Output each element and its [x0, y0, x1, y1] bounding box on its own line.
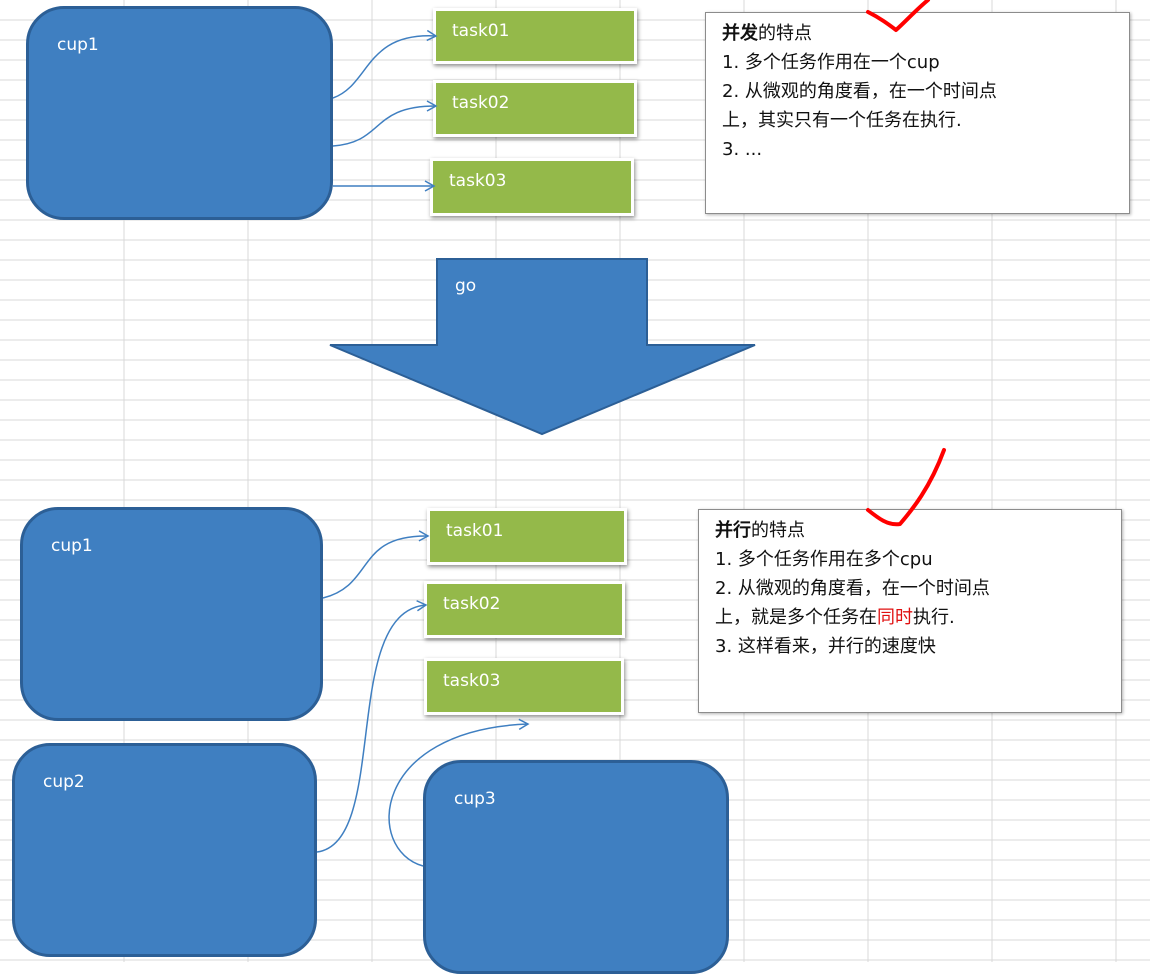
- task-label: task03: [449, 171, 507, 191]
- note-title-bold: 并发: [722, 23, 758, 44]
- task-box-bottom-task03: task03: [424, 658, 624, 715]
- note-title-rest: 的特点: [751, 520, 805, 541]
- checkmark-icon: [866, 0, 930, 32]
- note-line-3: 上，就是多个任务在同时执行.: [715, 603, 1111, 632]
- note-title-rest: 的特点: [758, 23, 812, 44]
- note-title: 并发的特点: [722, 19, 1119, 48]
- task-label: task01: [446, 521, 504, 541]
- task-box-bottom-task02: task02: [424, 581, 625, 638]
- note-title: 并行的特点: [715, 516, 1111, 545]
- checkmark-icon: [866, 448, 946, 527]
- task-box-bottom-task01: task01: [427, 508, 627, 565]
- down-arrow: [329, 258, 756, 436]
- connector-arrow: [332, 100, 438, 147]
- connector-arrow: [316, 600, 428, 853]
- note-line-2: 2. 从微观的角度看，在一个时间点: [722, 81, 997, 102]
- cpu-box-bottom-cup3: cup3: [423, 760, 729, 974]
- note-line-1: 1. 多个任务作用在多个cpu: [715, 549, 933, 570]
- cpu-box-top-cup1: cup1: [26, 6, 333, 220]
- note-line-4: 3. 这样看来，并行的速度快: [715, 636, 936, 657]
- task-label: task03: [443, 671, 501, 691]
- note-line-2: 2. 从微观的角度看，在一个时间点: [715, 578, 990, 599]
- note-line-3-highlight: 同时: [877, 607, 913, 628]
- task-label: task02: [443, 594, 501, 614]
- connector-arrow: [322, 530, 430, 599]
- note-line-3-pre: 上，就是多个任务在: [715, 607, 877, 628]
- connector-arrow: [388, 718, 530, 867]
- task-box-top-task02: task02: [433, 80, 637, 137]
- note-line-4: 3. ...: [722, 139, 763, 160]
- cpu-label: cup3: [454, 789, 496, 809]
- task-label: task01: [452, 21, 510, 41]
- connector-arrow: [332, 29, 438, 99]
- note-line-3-post: 执行.: [913, 607, 955, 628]
- task-box-top-task01: task01: [433, 8, 637, 64]
- parallelism-note: 并行的特点 1. 多个任务作用在多个cpu 2. 从微观的角度看，在一个时间点 …: [698, 509, 1122, 713]
- cpu-label: cup2: [43, 772, 85, 792]
- cpu-label: cup1: [51, 536, 93, 556]
- task-label: task02: [452, 93, 510, 113]
- note-line-3: 上，其实只有一个任务在执行.: [722, 110, 962, 131]
- concurrency-note: 并发的特点 1. 多个任务作用在一个cup 2. 从微观的角度看，在一个时间点 …: [705, 12, 1130, 214]
- note-line-1: 1. 多个任务作用在一个cup: [722, 52, 940, 73]
- cpu-box-bottom-cup2: cup2: [12, 743, 317, 957]
- cpu-label: cup1: [57, 35, 99, 55]
- cpu-box-bottom-cup1: cup1: [20, 507, 323, 721]
- note-title-bold: 并行: [715, 520, 751, 541]
- arrow-label: go: [455, 276, 477, 296]
